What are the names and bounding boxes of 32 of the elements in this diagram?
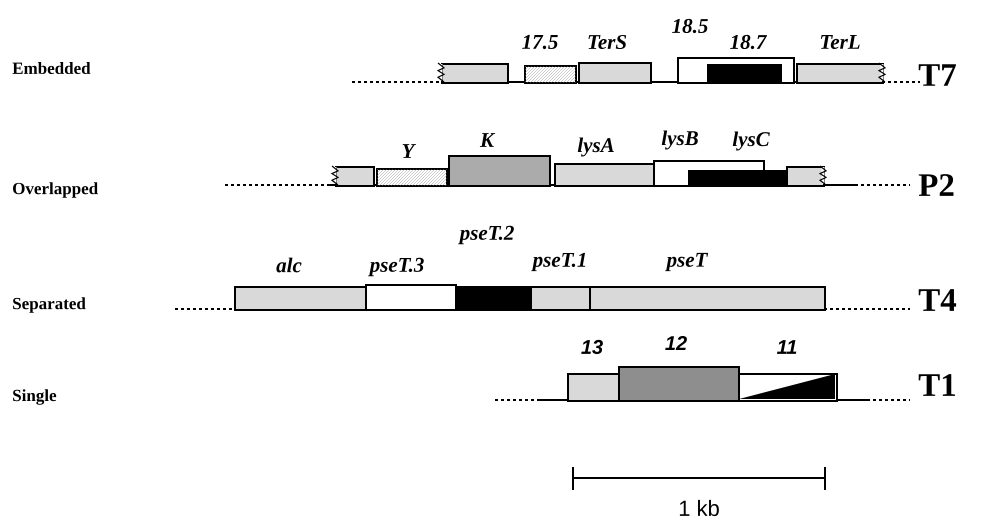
gene-label: 17.5 [522,34,558,50]
gene-box [330,166,375,187]
gene-box [786,166,828,187]
gene-box [436,62,509,84]
gene-label: alc [276,258,302,272]
row-label: Embedded [12,62,90,74]
gene-box [376,168,448,187]
gene-label: pseT [665,252,708,272]
gene-label: K [480,133,496,147]
gene-label: lysC [732,131,770,151]
gene-label: pseT.2 [458,226,514,244]
gene-box [524,65,577,84]
gene-label: Y [402,144,416,158]
row-label: Overlapped [13,182,98,198]
gene-label: 12 [665,336,687,350]
gene-label: lysB [662,130,698,150]
gene-label: pseT.1 [531,252,586,272]
gene-label: TerS [588,34,626,50]
gene-label: pseT.3 [368,258,424,276]
gene-label: TerL [820,35,860,49]
gene-label: lysA [578,137,614,157]
gene-label: 18.5 [672,18,708,34]
phage-name: T4 [918,289,956,311]
row-label: Single [13,389,56,405]
phage-name: T1 [918,374,955,396]
gene-label: 11 [776,340,796,354]
scale-label: 1 kb [680,500,719,516]
gene-label: 13 [581,340,603,354]
phage-name: P2 [918,174,954,196]
gene-label: 18.7 [730,34,768,50]
phage-name: T7 [918,64,956,86]
row-label: Separated [13,297,86,313]
